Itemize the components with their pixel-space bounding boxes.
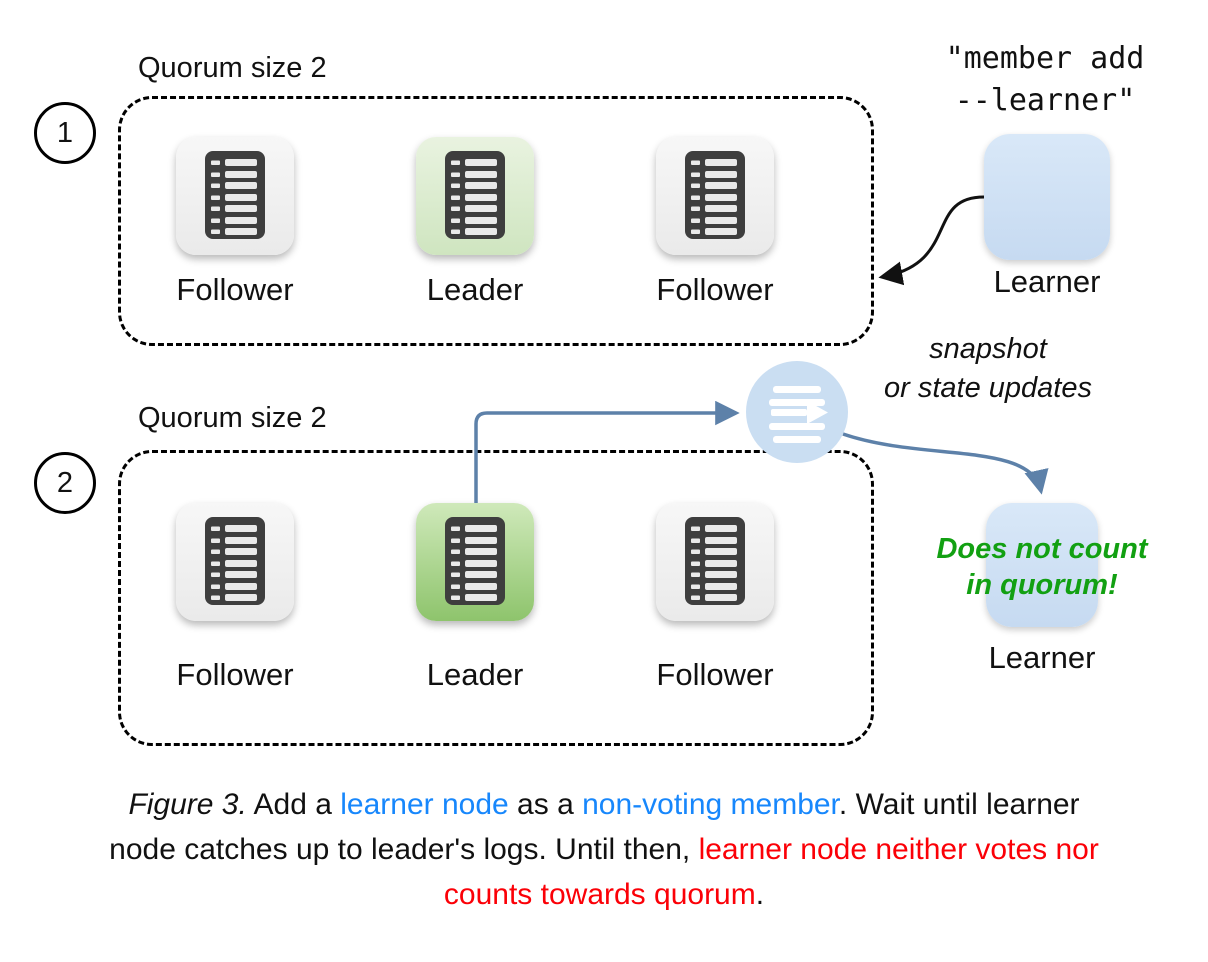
flow-label-line-2: or state updates — [884, 372, 1092, 405]
follower-node-icon — [656, 137, 774, 255]
learner-node-box — [986, 503, 1098, 627]
caption-learner-node-link: learner node — [340, 788, 509, 821]
command-line-2: --learner" — [954, 83, 1136, 118]
caption-figure-number: Figure 3. — [128, 788, 247, 821]
node-label: Leader — [426, 272, 524, 307]
node-label: Leader — [426, 657, 524, 692]
snapshot-flow-label: snapshot or state updates — [848, 330, 1128, 408]
snapshot-transfer-icon — [745, 360, 849, 464]
flow-label-line-1: snapshot — [929, 333, 1047, 365]
follower-node-icon — [176, 137, 294, 255]
figure-caption: Figure 3. Add a learner node as a non-vo… — [94, 782, 1114, 917]
leader-node-icon — [416, 137, 534, 255]
node-label: Follower — [176, 272, 294, 307]
learner-node-box — [984, 134, 1110, 260]
leader-node-icon — [416, 503, 534, 621]
quorum-size-label-2: Quorum size 2 — [138, 402, 327, 434]
node-label: Follower — [656, 657, 774, 692]
caption-non-voting-member-link: non-voting member — [582, 788, 839, 821]
learner-label: Learner — [993, 264, 1101, 299]
caption-text: . Wait until learner node catches up to … — [109, 788, 1080, 866]
caption-text: Add a — [246, 788, 341, 821]
node-label: Follower — [656, 272, 774, 307]
learner-label: Learner — [988, 640, 1096, 675]
caption-warning-text: learner node neither votes nor counts to… — [443, 833, 1099, 911]
follower-node-icon — [176, 503, 294, 621]
caption-text: . — [755, 878, 765, 911]
step-2-badge: 2 — [34, 452, 96, 514]
does-not-count-note: Does not count in quorum! — [902, 531, 1182, 604]
member-add-command: "member add --learner" — [888, 38, 1202, 122]
step-1-badge: 1 — [34, 102, 96, 164]
follower-node-icon — [656, 503, 774, 621]
cluster-boundary-1 — [118, 96, 874, 346]
note-line-1: Does not count — [936, 533, 1148, 565]
command-line-1: "member add — [945, 41, 1145, 76]
caption-text: as a — [508, 788, 583, 821]
note-line-2: in quorum! — [966, 569, 1118, 602]
node-label: Follower — [176, 657, 294, 692]
quorum-size-label-1: Quorum size 2 — [138, 52, 327, 84]
